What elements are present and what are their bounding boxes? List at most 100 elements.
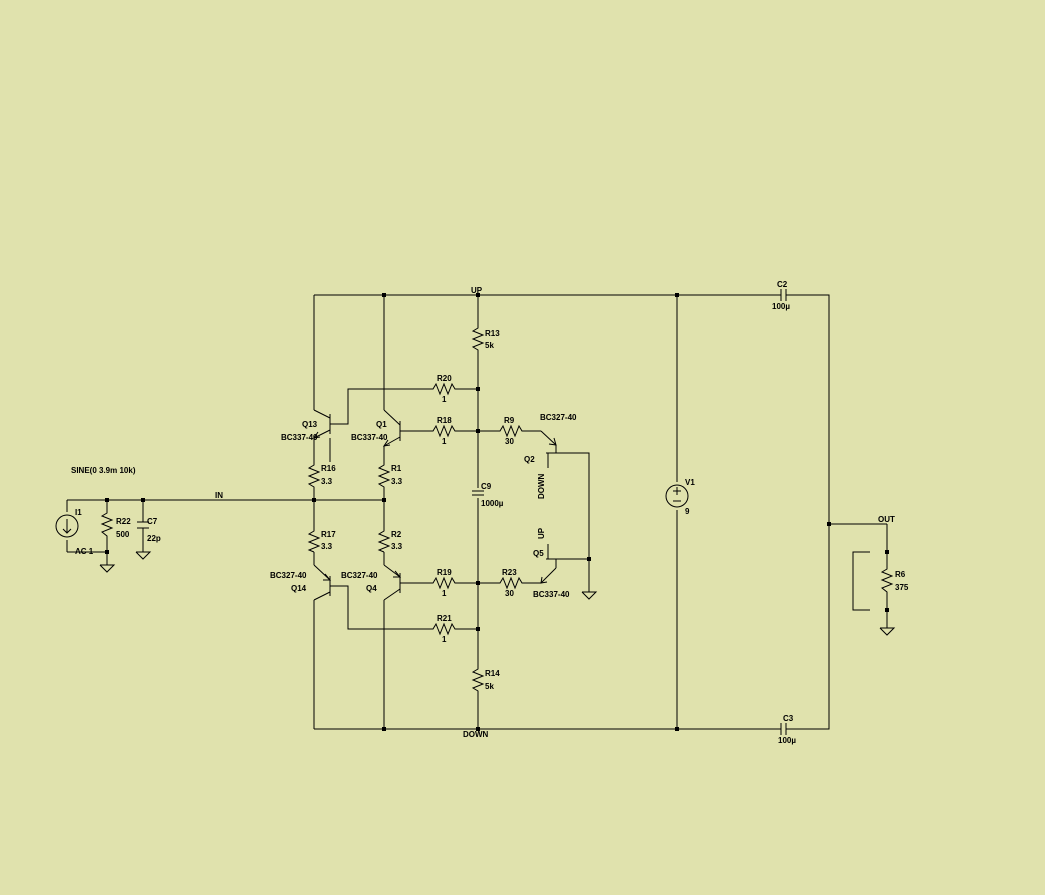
q2-base-wire — [556, 452, 590, 559]
resistor-r19[interactable] — [430, 576, 458, 590]
junction-dot — [476, 627, 480, 631]
resistor-r14[interactable] — [471, 666, 485, 694]
r23-name: R23 — [502, 568, 517, 577]
junction-dot — [105, 498, 109, 502]
junction-dot — [312, 498, 316, 502]
c3-value: 100µ — [778, 736, 796, 745]
resistor-r20[interactable] — [430, 382, 458, 396]
net-label-down-vertical: DOWN — [537, 473, 546, 499]
capacitor-c7[interactable] — [137, 521, 149, 529]
junction-dot — [885, 550, 889, 554]
r9-value: 30 — [505, 437, 514, 446]
transistor-q2[interactable] — [540, 430, 566, 468]
r13-name: R13 — [485, 329, 500, 338]
net-label-down: DOWN — [463, 730, 489, 739]
junction-dot — [105, 550, 109, 554]
q14-base-wire — [330, 585, 430, 630]
q5-base-wire — [556, 558, 590, 592]
resistor-r22[interactable] — [100, 510, 114, 540]
c7-name: C7 — [147, 517, 158, 526]
capacitor-c9[interactable] — [472, 490, 484, 496]
r9-name: R9 — [504, 416, 515, 425]
junction-dot — [675, 293, 679, 297]
r20-value: 1 — [442, 395, 447, 404]
junction-dot — [382, 293, 386, 297]
junction-dot — [476, 727, 480, 731]
c2-name: C2 — [777, 280, 788, 289]
transistor-q1[interactable] — [382, 409, 401, 462]
junction-dot — [382, 727, 386, 731]
transistor-q13[interactable] — [312, 409, 331, 462]
input-directive: SINE(0 3.9m 10k) — [71, 466, 136, 475]
junction-dot — [476, 429, 480, 433]
resistor-r18[interactable] — [430, 424, 458, 438]
q5-name: Q5 — [533, 549, 544, 558]
i1-name: I1 — [75, 508, 82, 517]
v1-value: 9 — [685, 507, 690, 516]
r1-value: 3.3 — [391, 477, 403, 486]
q4-name: Q4 — [366, 584, 377, 593]
net-label-up: UP — [471, 286, 483, 295]
c3-name: C3 — [783, 714, 794, 723]
junction-dot — [476, 387, 480, 391]
r6-value: 375 — [895, 583, 909, 592]
q14-model: BC327-40 — [270, 571, 307, 580]
transistor-q14[interactable] — [313, 564, 332, 601]
q13-base-wire — [330, 388, 430, 425]
resistor-r23[interactable] — [497, 576, 525, 590]
resistor-r17[interactable] — [307, 528, 321, 553]
resistor-r13[interactable] — [471, 325, 485, 353]
junction-dot — [476, 581, 480, 585]
c9-value: 1000µ — [481, 499, 504, 508]
resistor-r16[interactable] — [307, 462, 321, 488]
transistor-q4[interactable] — [383, 552, 402, 601]
resistor-r6[interactable] — [880, 566, 894, 596]
q14-name: Q14 — [291, 584, 307, 593]
current-source-i1[interactable] — [55, 514, 79, 538]
q4-model: BC327-40 — [341, 571, 378, 580]
v1-name: V1 — [685, 478, 695, 487]
r1-name: R1 — [391, 464, 402, 473]
r17-name: R17 — [321, 530, 336, 539]
junction-dot — [587, 557, 591, 561]
net-label-up-vertical: UP — [537, 527, 546, 539]
r23-value: 30 — [505, 589, 514, 598]
q1-model: BC337-40 — [351, 433, 388, 442]
r21-value: 1 — [442, 635, 447, 644]
up-rail-wire-2 — [786, 294, 830, 730]
voltage-source-v1[interactable] — [665, 484, 689, 508]
r20-name: R20 — [437, 374, 452, 383]
resistor-r21[interactable] — [430, 622, 458, 636]
r16-name: R16 — [321, 464, 336, 473]
junction-dot — [141, 498, 145, 502]
r6-name: R6 — [895, 570, 906, 579]
capacitor-c2[interactable] — [780, 289, 787, 301]
resistor-r2[interactable] — [377, 528, 391, 553]
r19-value: 1 — [442, 589, 447, 598]
q2-name: Q2 — [524, 455, 535, 464]
net-label-out: OUT — [878, 515, 895, 524]
r19-name: R19 — [437, 568, 452, 577]
junctions — [105, 293, 889, 731]
r6-bracket — [852, 551, 870, 611]
labels: UP DOWN IN OUT DOWN UP SINE(0 3.9m 10k) … — [71, 280, 909, 745]
capacitor-c3[interactable] — [780, 723, 787, 735]
ground-symbol-r6 — [879, 627, 896, 636]
r2-value: 3.3 — [391, 542, 403, 551]
c7-value: 22p — [147, 534, 161, 543]
wires — [66, 294, 888, 730]
ground-symbol-q5 — [581, 591, 598, 600]
junction-dot — [827, 522, 831, 526]
r22-value: 500 — [116, 530, 130, 539]
resistor-r9[interactable] — [497, 424, 525, 438]
resistor-r1[interactable] — [377, 462, 391, 488]
q13-model: BC337-40 — [281, 433, 318, 442]
ground-symbol-r22 — [99, 564, 116, 573]
c2-value: 100µ — [772, 302, 790, 311]
junction-dot — [885, 608, 889, 612]
r2-name: R2 — [391, 530, 402, 539]
q5-model: BC337-40 — [533, 590, 570, 599]
i1-ac-label: AC 1 — [75, 547, 94, 556]
transistor-q5[interactable] — [540, 544, 566, 584]
r16-value: 3.3 — [321, 477, 333, 486]
